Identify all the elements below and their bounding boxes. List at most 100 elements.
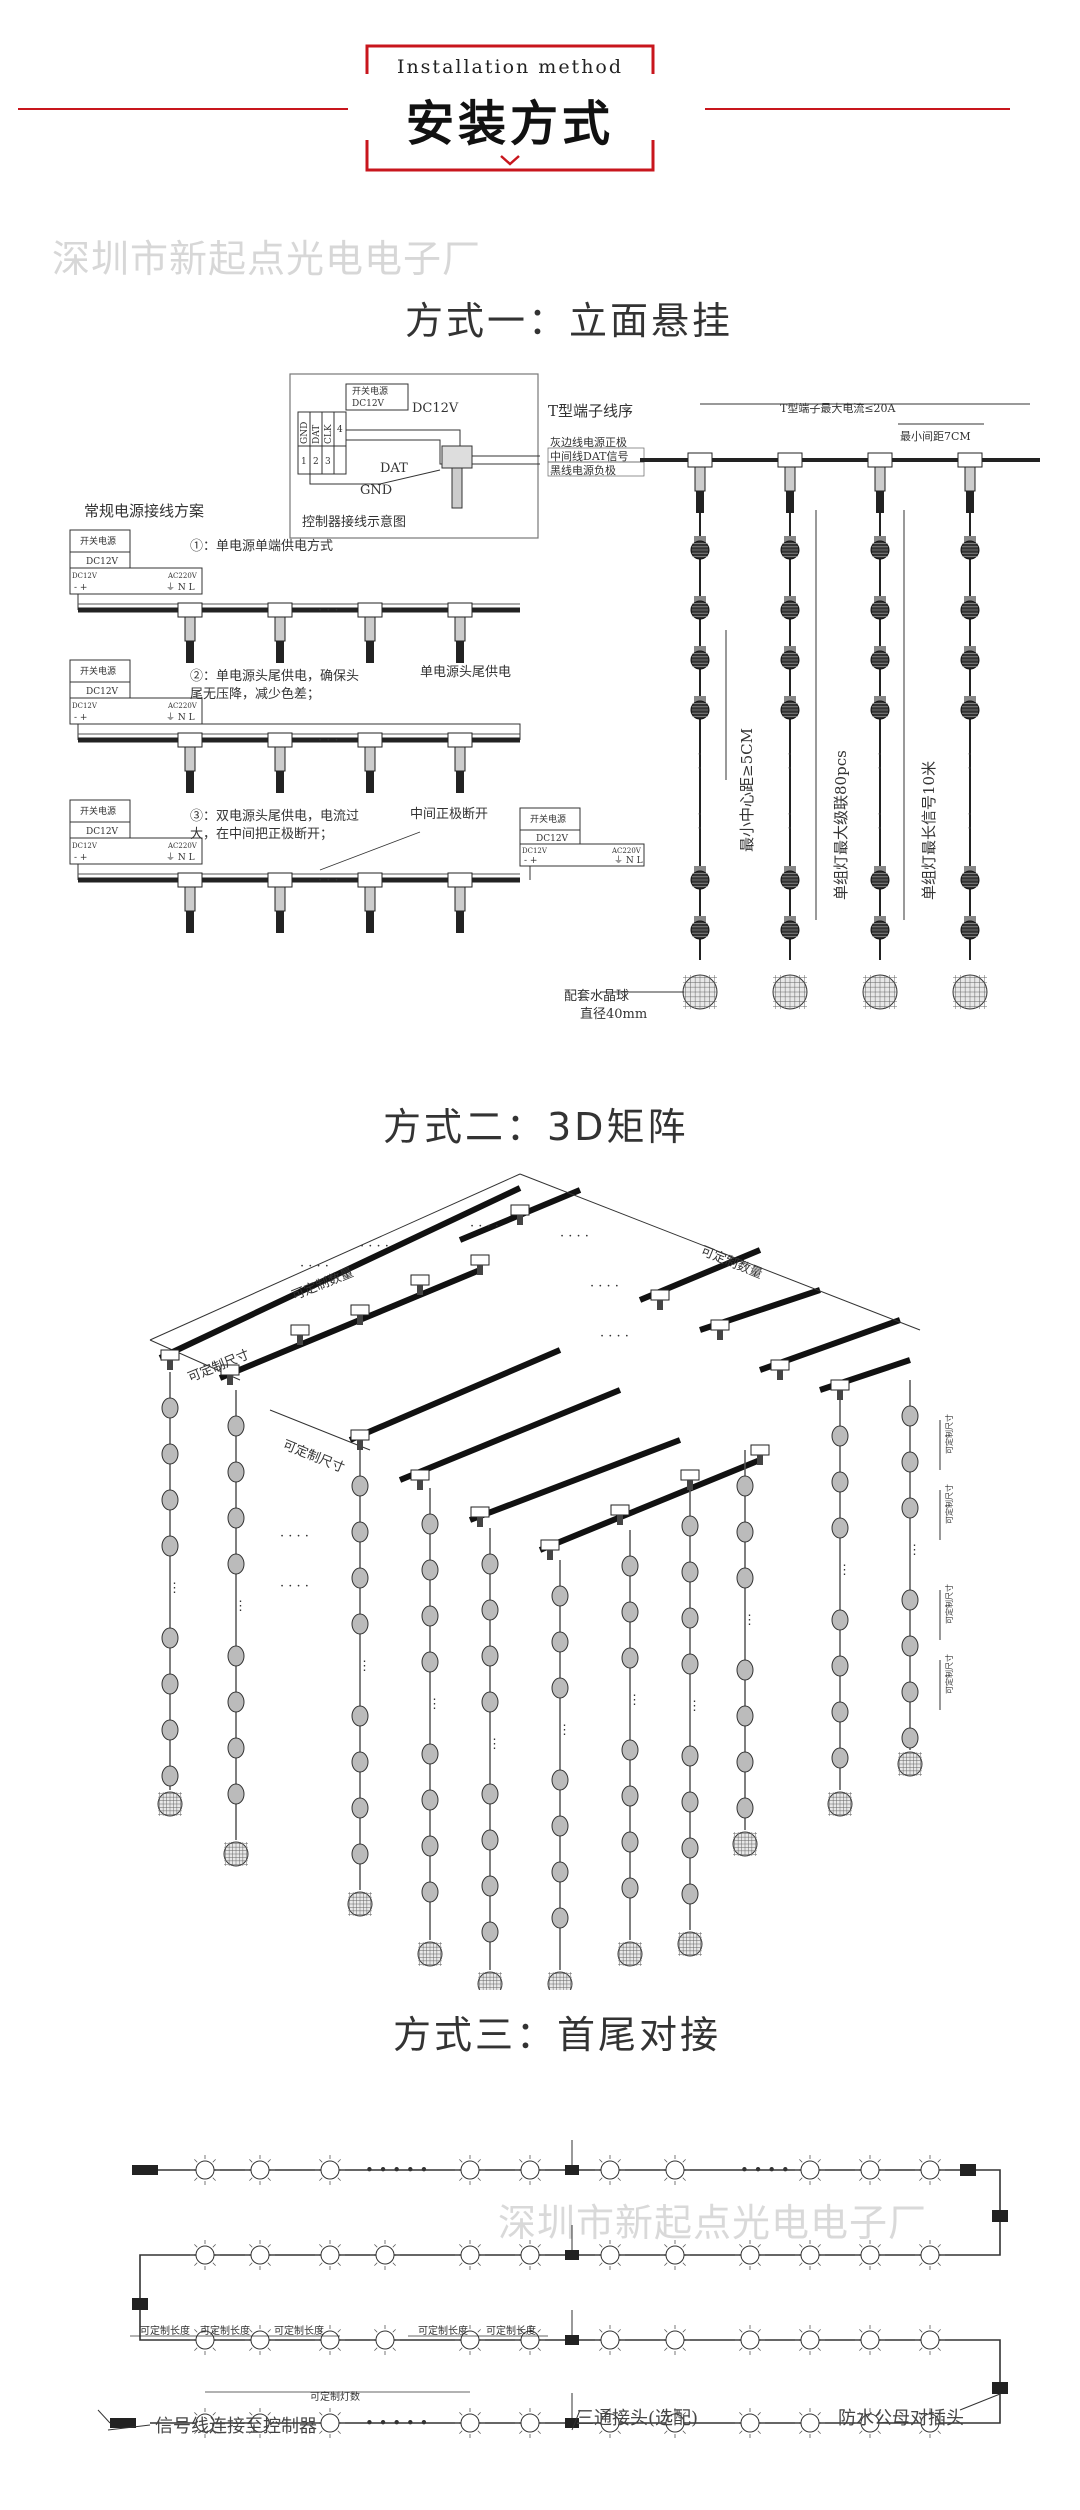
led-ray — [877, 2347, 881, 2351]
led-ray — [664, 2430, 668, 2434]
tee-plug — [366, 911, 374, 933]
led-ray — [617, 2262, 621, 2266]
scheme-ellipsis: · · · — [318, 733, 339, 748]
signal-lead — [97, 2409, 111, 2424]
matrix-col-9: ⋮ — [732, 1450, 758, 1857]
led-ray — [599, 2329, 603, 2333]
watermark-bottom: 深圳市新起点光电电子厂 — [498, 2201, 928, 2245]
led-node — [920, 2160, 940, 2180]
led-ray — [682, 2329, 686, 2333]
tee-plug — [186, 911, 194, 933]
break-pointer — [319, 831, 421, 871]
scheme-side-label: 中间正极断开 — [410, 807, 488, 822]
led-ray — [617, 2177, 621, 2181]
led-ray — [374, 2329, 378, 2333]
header-frame — [365, 44, 655, 172]
led-node — [600, 2245, 620, 2265]
matrix-pixel — [621, 1831, 639, 1853]
header-title: 安装方式 — [405, 96, 614, 152]
matrix-pixel — [621, 1785, 639, 1807]
led-node — [665, 2330, 685, 2350]
scheme-tee — [267, 602, 293, 618]
matrix-tee — [770, 1359, 790, 1371]
matrix-tee — [610, 1504, 630, 1516]
led-ray — [757, 2244, 761, 2248]
led-node — [740, 2245, 760, 2265]
matrix-ellipsis: · · · · — [360, 1239, 389, 1254]
ball-label-2: 直径40mm — [580, 1007, 647, 1022]
matrix-pixel — [831, 1701, 849, 1723]
led-ray — [877, 2430, 881, 2434]
matrix-pixel — [736, 1521, 754, 1543]
matrix-pixel — [227, 1737, 245, 1759]
scheme-tee — [357, 602, 383, 618]
matrix-pixel — [736, 1475, 754, 1497]
tee-stem — [184, 886, 196, 912]
led-ray — [877, 2177, 881, 2181]
led-node — [520, 2245, 540, 2265]
led-ray — [919, 2329, 923, 2333]
matrix-tee-stem — [777, 1370, 783, 1380]
hanging-strand-2: ···· — [772, 452, 808, 1010]
led-node — [860, 2413, 880, 2433]
led-ray — [319, 2412, 323, 2416]
matrix-pixel — [901, 1589, 919, 1611]
matrix-dots: ⋮ — [688, 1699, 701, 1714]
header-subtitle: Installation method — [396, 56, 624, 78]
led-node — [800, 2245, 820, 2265]
matrix-tee-stem — [417, 1480, 423, 1490]
led-ray — [537, 2430, 541, 2434]
matrix-pixel — [901, 1635, 919, 1657]
matrix-pixel — [421, 1881, 439, 1903]
psu-voltage: DC12V — [86, 557, 119, 567]
matrix-pixel — [351, 1613, 369, 1635]
led-node — [250, 2160, 270, 2180]
matrix-tee-stem — [717, 1330, 723, 1340]
led-ray — [664, 2262, 668, 2266]
matrix-tee — [540, 1539, 560, 1551]
led-ray — [599, 2430, 603, 2434]
led-ray — [267, 2244, 271, 2248]
psu-terminal-box — [69, 567, 203, 595]
led-ray — [859, 2159, 863, 2163]
led-ray — [319, 2329, 323, 2333]
led-ray — [319, 2244, 323, 2248]
tee-stem — [274, 746, 286, 772]
led-ray — [682, 2347, 686, 2351]
scheme-side-label: 单电源头尾供电 — [420, 665, 511, 680]
led-node — [860, 2330, 880, 2350]
led-ray — [337, 2430, 341, 2434]
matrix-pixel — [421, 1835, 439, 1857]
led-ray — [267, 2347, 271, 2351]
led-ray — [337, 2262, 341, 2266]
matrix-tee-stem — [657, 1300, 663, 1310]
matrix-ellipsis: · · · · — [280, 1529, 309, 1544]
strand-dot: · — [787, 758, 793, 779]
led-node — [460, 2245, 480, 2265]
led-ray — [739, 2262, 743, 2266]
led-ray — [682, 2244, 686, 2248]
led-node — [920, 2245, 940, 2265]
led-ray — [249, 2262, 253, 2266]
led-ray — [617, 2412, 621, 2416]
uturn-connector — [992, 2382, 1008, 2394]
matrix-pixel — [421, 1513, 439, 1535]
chain-drawing: • • • • •• • • •• • • • • — [97, 2140, 1008, 2438]
size-dim-label: 可定制尺寸 — [944, 1584, 954, 1624]
custom-count-label: 可定制灯数 — [310, 2390, 360, 2403]
power-scheme-title: 常规电源接线方案 — [84, 502, 204, 520]
matrix-tee — [470, 1254, 490, 1266]
led-ray — [817, 2329, 821, 2333]
plug-label: 防水公母对插头 — [838, 2408, 964, 2429]
led-ray — [919, 2262, 923, 2266]
psu-title: 开关电源 — [80, 665, 116, 677]
matrix-dots: ⋮ — [558, 1723, 571, 1738]
led-node — [250, 2330, 270, 2350]
led-ray — [537, 2159, 541, 2163]
scheme-ellipsis: · · · — [318, 873, 339, 888]
tee-plug — [456, 641, 464, 663]
matrix-pixel — [551, 1861, 569, 1883]
matrix-pixel — [901, 1681, 919, 1703]
led-ray — [459, 2177, 463, 2181]
